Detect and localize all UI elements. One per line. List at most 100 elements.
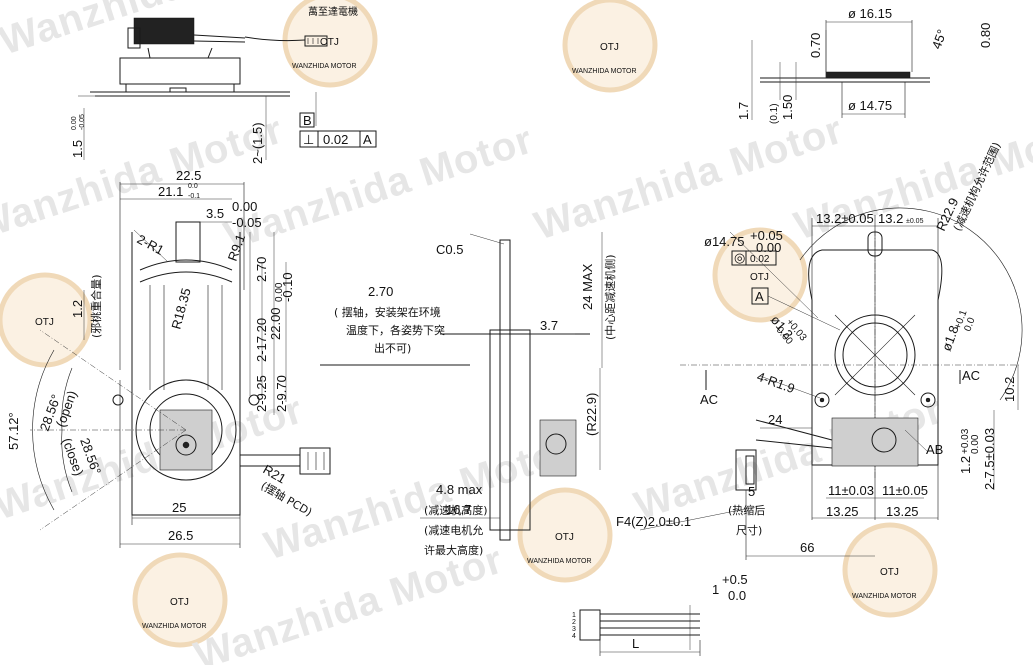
mount-hole (248, 394, 260, 406)
wire-sleeve-inner (745, 455, 755, 485)
dim-22-5: 22.5 (176, 168, 201, 183)
dim-21-1-tol-plus: 0.0 (188, 183, 198, 190)
dim-conn-1-tol-plus: +0.5 (722, 572, 748, 587)
dim-1-7: 1.7 (736, 102, 751, 120)
seal-en: WANZHIDA MOTOR (292, 63, 357, 70)
dim-d14-75-tol-minus: 0.00 (756, 240, 781, 255)
seal-mark: OTJ (750, 272, 769, 283)
seal-en: WANZHIDA MOTOR (527, 558, 592, 565)
side-plate (499, 239, 511, 541)
dim-2-7-5: 2-7.5±0.03 (982, 428, 997, 490)
hole-center (819, 397, 825, 403)
lead-wires-r (755, 419, 833, 449)
side-hub (545, 433, 567, 455)
gear-train (831, 417, 919, 467)
arm-arc-2 (139, 271, 233, 283)
dim-66: 66 (800, 540, 814, 555)
concentricity-value: 0.02 (750, 254, 770, 265)
seal-en: WANZHIDA MOTOR (142, 623, 207, 630)
section-ac-left: AC (700, 392, 718, 407)
dim-l: L (632, 636, 639, 651)
shaft-wire-2 (193, 40, 246, 43)
note-shrink-1: (热缩后 (728, 504, 765, 517)
concentricity-symbol: ◎ (734, 250, 745, 265)
leader (469, 233, 505, 245)
leader (759, 375, 821, 399)
note-4-8-1: (减速机高度) (424, 503, 488, 517)
dim-13-25a: 13.25 (826, 504, 859, 519)
hub (175, 434, 197, 456)
seal-watermark-3: OTJ (0, 272, 93, 368)
leader (729, 231, 819, 319)
seal-en: WANZHIDA MOTOR (852, 593, 917, 600)
seal-mark: OTJ (600, 42, 619, 53)
seal-mark: OTJ (555, 532, 574, 543)
dim-21-1-tol-minus: -0.1 (188, 193, 200, 200)
leader (639, 505, 761, 531)
swing-line (39, 329, 187, 431)
side-view: C0.5 3.7 2.70 ( 摆轴，安装架在环境 温度下，各姿势下突 出不可)… (320, 232, 761, 557)
concentricity-frame (731, 250, 777, 266)
leader (904, 429, 929, 453)
dim-2-70-front: 2.70 (254, 257, 269, 282)
conn-housing (579, 609, 601, 641)
motor-top-block (133, 17, 195, 45)
bore-cross (834, 314, 916, 396)
dim-11b: 11±0.05 (882, 483, 928, 498)
dim-0-80: 0.80 (978, 23, 993, 48)
perp-frame (299, 130, 377, 148)
pin-2: 2 (572, 619, 576, 626)
dim-2-r1: 2-R1 (135, 231, 167, 257)
dim-26-5: 26.5 (168, 528, 193, 543)
perp-value: 0.02 (323, 132, 348, 147)
note-24: (中心距减速机侧) (603, 254, 617, 340)
note-r21: (摆轴 PCD) (259, 478, 315, 519)
note-line-3: 出不可) (374, 341, 411, 355)
seal-watermark-6: OTJ WANZHIDA MOTOR (132, 552, 228, 648)
angle-arc-open (61, 367, 73, 431)
dim-1-2-right: 1.2 (958, 456, 973, 474)
seal-mark: OTJ (320, 37, 339, 48)
front-view: 22.5 21.1 0.0 -0.1 3.5 0.00 -0.05 (6, 168, 331, 548)
dim-1-2-tol-plus: +0.03 (960, 428, 971, 454)
dim-1-50: 1.50 (780, 95, 795, 120)
dim-24: 24 (768, 412, 782, 427)
note-4-8-3: 许最大高度) (424, 543, 483, 557)
dim-21-1: 21.1 (158, 184, 183, 199)
motor-neck (147, 47, 213, 59)
dim-d14-75: ø 14.75 (848, 98, 892, 113)
shaft-head (175, 221, 201, 263)
note-line-1: ( 摆轴，安装架在环境 (334, 305, 441, 319)
dim-0-1: (0.1) (769, 103, 780, 124)
note-line-2: 温度下，各姿势下突 (346, 323, 445, 337)
perp-datum: A (363, 132, 372, 147)
top-left-view: 1.5 0.00 -0.05 2~(1.5) B ⊥ 0.02 A (70, 17, 377, 164)
dim-10-2: 10.2 (1002, 377, 1017, 402)
mount-hole (112, 394, 124, 406)
arm-arc (139, 259, 233, 271)
dim-22-00-tol-minus: -0.10 (280, 272, 295, 302)
dim-5: 5 (748, 484, 755, 499)
dim-r18-35: R18.35 (168, 286, 193, 330)
seal-watermark-2: OTJ WANZHIDA MOTOR (562, 0, 658, 93)
dim-1-2-tol-minus: 0.00 (970, 434, 981, 454)
dim-4-8-max: 4.8 max (436, 482, 483, 497)
dim-13-25b: 13.25 (886, 504, 919, 519)
dim-25: 25 (172, 500, 186, 515)
note-16-7: 16.7 (446, 502, 471, 517)
dim-2-17-20: 2-17.20 (254, 318, 269, 362)
dim-13-2b: 13.2 (878, 211, 903, 226)
perp-symbol: ⊥ (303, 132, 314, 147)
front-connector (299, 447, 331, 475)
side-connector-block (539, 419, 577, 477)
dim-d1-8-tol-minus: 0.0 (962, 316, 977, 333)
hole-center (925, 397, 931, 403)
dim-3-5-tol-plus: 0.00 (232, 199, 257, 214)
swing-line (39, 429, 187, 531)
seal-watermark-1: 萬至達電機 OTJ WANZHIDA MOTOR (282, 0, 378, 88)
dim-2-70-side: 2.70 (368, 284, 393, 299)
dim-3-5-tol-minus: -0.05 (232, 215, 262, 230)
section-ab: AB (926, 442, 943, 457)
